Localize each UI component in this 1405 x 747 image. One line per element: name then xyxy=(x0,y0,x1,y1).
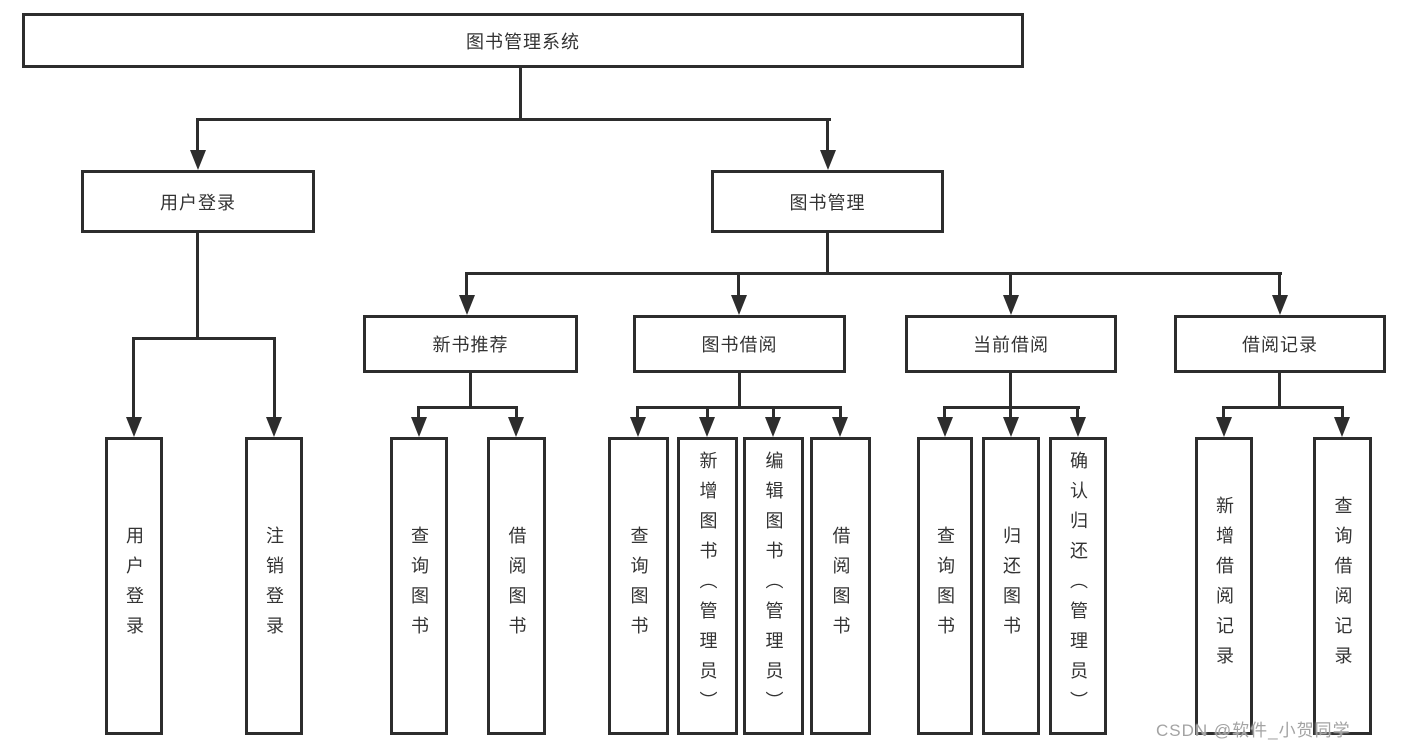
csdn-watermark: CSDN @软件_小贺同学 xyxy=(1156,721,1351,740)
leaf-add-book-admin-label: 新增图书（管理员） xyxy=(697,451,718,721)
node-book-borrowing-label: 图书借阅 xyxy=(701,335,778,355)
node-book-borrowing: 图书借阅 xyxy=(633,315,846,373)
connector-user-login-stem xyxy=(196,233,199,340)
node-root-label: 图书管理系统 xyxy=(466,31,580,52)
arrow-down-icon xyxy=(459,295,475,315)
arrow-down-icon xyxy=(731,295,747,315)
leaf-confirm-return-admin-label: 确认归还（管理员） xyxy=(1068,451,1088,721)
node-user-login: 用户登录 xyxy=(81,170,315,233)
connector-drop-leaf xyxy=(417,406,420,420)
arrow-down-icon xyxy=(190,150,206,170)
leaf-query-books-recommend-label: 查询图书 xyxy=(409,526,429,646)
leaf-logout: 注销登录 xyxy=(245,437,303,735)
connector-level2-rail xyxy=(465,272,1282,275)
connector-level1-rail xyxy=(196,118,831,121)
connector-drop-leaf xyxy=(839,406,842,420)
leaf-query-books-recommend: 查询图书 xyxy=(390,437,448,735)
connector-drop-leaf xyxy=(636,406,639,420)
arrow-down-icon xyxy=(1003,295,1019,315)
arrow-down-icon xyxy=(937,417,953,437)
connector-drop-leaf xyxy=(706,406,709,420)
leaf-borrow-books-recommend: 借阅图书 xyxy=(487,437,546,735)
connector-drop-group xyxy=(737,272,740,298)
connector-root-stem xyxy=(519,68,522,121)
connector-drop-leaf xyxy=(273,337,276,420)
connector-drop-group xyxy=(465,272,468,298)
leaf-query-books-borrow: 查询图书 xyxy=(608,437,669,735)
connector-drop-user-login xyxy=(196,118,199,154)
node-current-borrowing-label: 当前借阅 xyxy=(973,335,1049,355)
connector-group-rail xyxy=(417,406,518,409)
leaf-query-borrow-record: 查询借阅记录 xyxy=(1313,437,1372,735)
node-borrowing-records: 借阅记录 xyxy=(1174,315,1386,373)
connector-group-stem xyxy=(1009,373,1012,409)
connector-drop-leaf xyxy=(943,406,946,420)
arrow-down-icon xyxy=(820,150,836,170)
leaf-borrow-books: 借阅图书 xyxy=(810,437,871,735)
leaf-add-borrow-record: 新增借阅记录 xyxy=(1195,437,1253,735)
node-new-book-recommend-label: 新书推荐 xyxy=(432,335,509,355)
connector-group-stem xyxy=(738,373,741,409)
leaf-query-books-borrow-label: 查询图书 xyxy=(628,526,649,646)
arrow-down-icon xyxy=(1070,417,1086,437)
leaf-user-login: 用户登录 xyxy=(105,437,163,735)
connector-drop-leaf xyxy=(1222,406,1225,420)
connector-drop-leaf xyxy=(1076,406,1079,420)
connector-drop-leaf xyxy=(132,337,135,420)
arrow-down-icon xyxy=(1216,417,1232,437)
node-current-borrowing: 当前借阅 xyxy=(905,315,1117,373)
node-new-book-recommend: 新书推荐 xyxy=(363,315,578,373)
leaf-query-books-current-label: 查询图书 xyxy=(935,526,955,646)
arrow-down-icon xyxy=(266,417,282,437)
node-user-login-label: 用户登录 xyxy=(160,192,236,213)
leaf-borrow-books-label: 借阅图书 xyxy=(830,526,851,646)
connector-group-rail xyxy=(636,406,842,409)
connector-user-login-rail xyxy=(132,337,276,340)
leaf-query-books-current: 查询图书 xyxy=(917,437,973,735)
arrow-down-icon xyxy=(765,417,781,437)
node-book-management-label: 图书管理 xyxy=(789,192,866,213)
leaf-confirm-return-admin: 确认归还（管理员） xyxy=(1049,437,1107,735)
arrow-down-icon xyxy=(1334,417,1350,437)
leaf-user-login-label: 用户登录 xyxy=(124,526,144,646)
leaf-edit-book-admin-label: 编辑图书（管理员） xyxy=(763,451,784,721)
connector-drop-group xyxy=(1009,272,1012,298)
leaf-return-books-label: 归还图书 xyxy=(1001,526,1021,646)
arrow-down-icon xyxy=(411,417,427,437)
connector-drop-leaf xyxy=(1341,406,1344,420)
leaf-add-borrow-record-label: 新增借阅记录 xyxy=(1214,496,1234,676)
leaf-add-book-admin: 新增图书（管理员） xyxy=(677,437,738,735)
node-book-management: 图书管理 xyxy=(711,170,944,233)
connector-drop-leaf xyxy=(772,406,775,420)
connector-group-stem xyxy=(1278,373,1281,409)
arrow-down-icon xyxy=(1272,295,1288,315)
connector-drop-book-mgmt xyxy=(826,118,829,154)
leaf-query-borrow-record-label: 查询借阅记录 xyxy=(1332,496,1353,676)
leaf-edit-book-admin: 编辑图书（管理员） xyxy=(743,437,804,735)
node-root: 图书管理系统 xyxy=(22,13,1024,68)
connector-drop-leaf xyxy=(515,406,518,420)
arrow-down-icon xyxy=(699,417,715,437)
connector-group-rail xyxy=(1222,406,1344,409)
connector-book-mgmt-stem xyxy=(826,233,829,275)
arrow-down-icon xyxy=(1003,417,1019,437)
leaf-return-books: 归还图书 xyxy=(982,437,1040,735)
leaf-logout-label: 注销登录 xyxy=(264,526,284,646)
arrow-down-icon xyxy=(508,417,524,437)
connector-group-stem xyxy=(469,373,472,409)
arrow-down-icon xyxy=(832,417,848,437)
connector-drop-leaf xyxy=(1009,406,1012,420)
leaf-borrow-books-recommend-label: 借阅图书 xyxy=(506,526,527,646)
node-borrowing-records-label: 借阅记录 xyxy=(1242,335,1318,355)
arrow-down-icon xyxy=(630,417,646,437)
arrow-down-icon xyxy=(126,417,142,437)
connector-drop-group xyxy=(1278,272,1281,298)
